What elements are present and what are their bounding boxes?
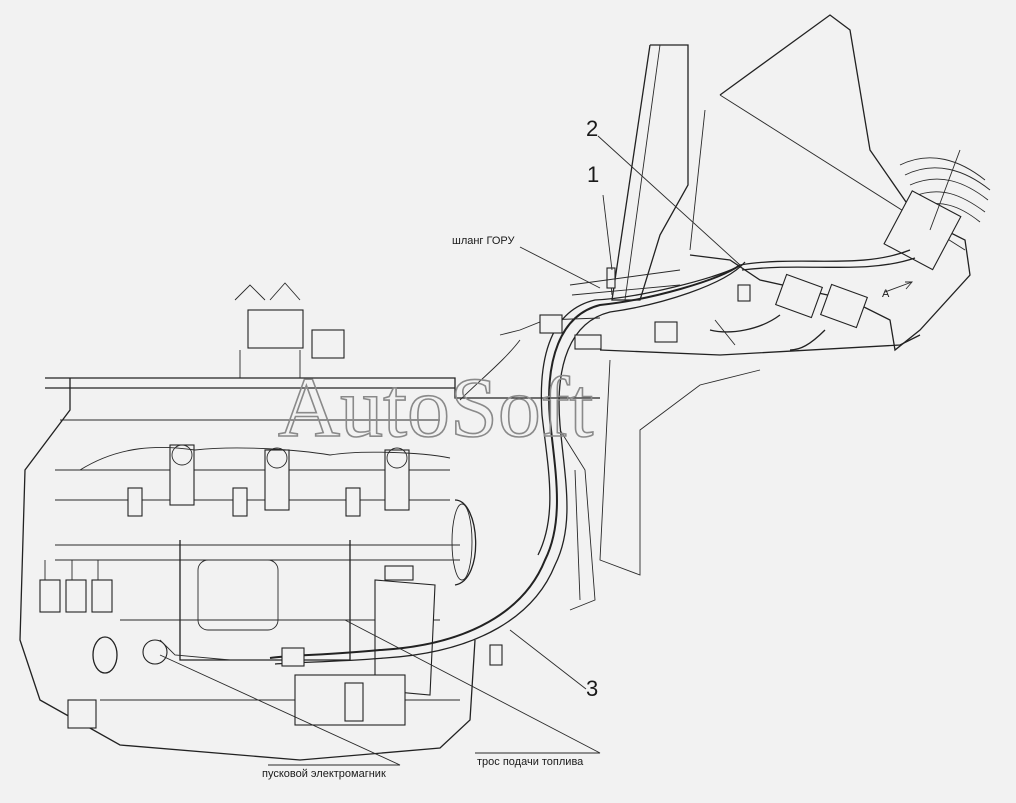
- starter-solenoid: [142, 639, 406, 726]
- callout-2: 2: [586, 116, 598, 141]
- engine-block: [19, 377, 600, 761]
- fuel-pump-bank: [39, 560, 118, 729]
- label-goru-hose: шланг ГОРУ: [452, 235, 515, 247]
- cab-pillar: [599, 14, 971, 576]
- connector-group: [709, 273, 869, 351]
- callout-1: 1: [587, 162, 599, 187]
- label-view-arrow: А: [882, 288, 890, 300]
- leader-lines: [159, 135, 913, 766]
- callout-3: 3: [586, 676, 598, 701]
- top-filter: [234, 282, 345, 378]
- goru-hose: [569, 269, 681, 296]
- watermark: AutoSoft: [278, 359, 593, 455]
- wiring-harness: [269, 249, 916, 667]
- label-starter-solenoid: пусковой электромагник: [262, 768, 386, 780]
- injector-row: [79, 444, 451, 517]
- pedal-bellows: [883, 149, 991, 271]
- label-fuel-cable: трос подачи топлива: [477, 756, 584, 768]
